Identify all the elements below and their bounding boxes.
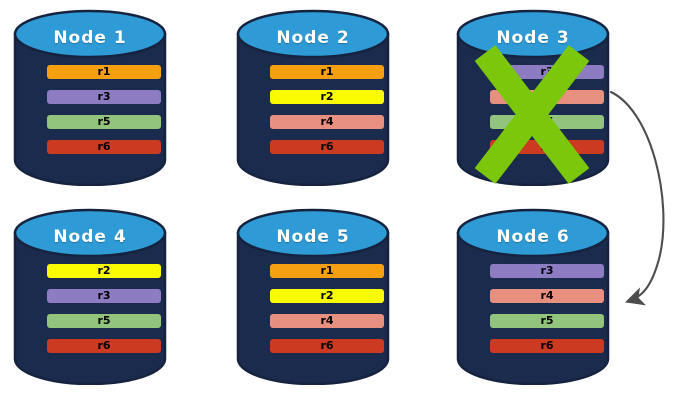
replica-bar[interactable]: r4 — [490, 90, 604, 104]
node-2-replica-list: r1 r2 r4 r6 — [270, 65, 384, 165]
cylinder-top — [456, 208, 610, 258]
node-6-replica-list: r3 r4 r5 r6 — [490, 264, 604, 364]
cylinder-top — [456, 9, 610, 59]
replica-bar[interactable]: r2 — [47, 264, 161, 278]
replica-bar[interactable]: r3 — [490, 65, 604, 79]
replica-bar[interactable]: r1 — [270, 264, 384, 278]
node-3-replica-list: r3 r4 r5 r6 — [490, 65, 604, 165]
cylinder-top — [13, 208, 167, 258]
replica-bar[interactable]: r5 — [490, 314, 604, 328]
replica-bar[interactable]: r4 — [270, 314, 384, 328]
replica-bar[interactable]: r3 — [490, 264, 604, 278]
cylinder-top — [13, 9, 167, 59]
node-4-replica-list: r2 r3 r5 r6 — [47, 264, 161, 364]
replica-bar[interactable]: r6 — [490, 339, 604, 353]
replica-bar[interactable]: r3 — [47, 90, 161, 104]
replica-bar[interactable]: r2 — [270, 90, 384, 104]
replica-bar[interactable]: r5 — [47, 115, 161, 129]
replica-bar[interactable]: r6 — [270, 339, 384, 353]
replica-bar[interactable]: r6 — [270, 140, 384, 154]
cylinder-top — [236, 9, 390, 59]
cylinder-top — [236, 208, 390, 258]
replica-bar[interactable]: r6 — [47, 339, 161, 353]
replica-bar[interactable]: r2 — [270, 289, 384, 303]
replica-bar[interactable]: r1 — [47, 65, 161, 79]
replica-bar[interactable]: r6 — [490, 140, 604, 154]
replica-bar[interactable]: r3 — [47, 289, 161, 303]
node-5-replica-list: r1 r2 r4 r6 — [270, 264, 384, 364]
node-1-replica-list: r1 r3 r5 r6 — [47, 65, 161, 165]
replica-bar[interactable]: r4 — [270, 115, 384, 129]
replica-bar[interactable]: r1 — [270, 65, 384, 79]
replica-bar[interactable]: r5 — [47, 314, 161, 328]
replica-bar[interactable]: r6 — [47, 140, 161, 154]
replica-bar[interactable]: r4 — [490, 289, 604, 303]
arrow-path — [609, 90, 665, 306]
replica-bar[interactable]: r5 — [490, 115, 604, 129]
